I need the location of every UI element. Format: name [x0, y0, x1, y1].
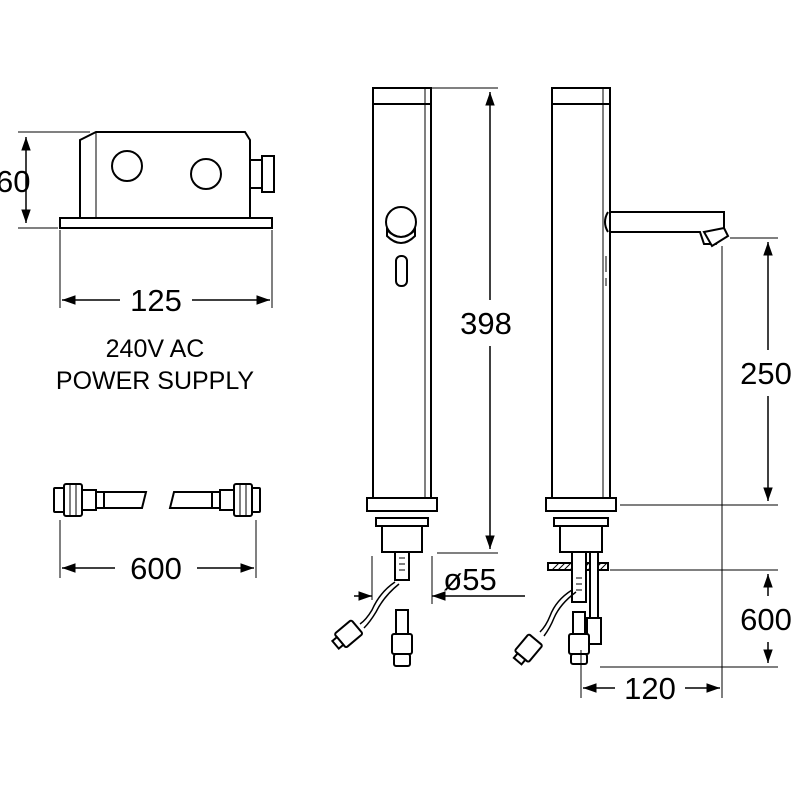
hose-drop-label: 600: [740, 602, 792, 637]
tap-side-view: [512, 87, 730, 666]
power-supply-box: [59, 131, 275, 229]
power-supply-caption-line2: POWER SUPPLY: [56, 367, 255, 395]
flexible-hose-left: [53, 483, 148, 517]
spout-height-dimension: 250: [620, 237, 792, 506]
tap-height-dimension: 398: [431, 87, 512, 554]
flexible-hose-right: [168, 483, 261, 517]
power-box-width-label: 125: [130, 283, 182, 318]
power-box-width-dimension: 125: [59, 230, 273, 318]
spout-reach-label: 120: [624, 671, 676, 706]
tap-front-view: [330, 87, 438, 667]
power-box-height-dimension: 60: [0, 131, 90, 229]
tap-diameter-dimension: ø55: [354, 556, 525, 604]
power-supply-caption-line1: 240V AC: [106, 335, 205, 363]
hose-drop-dimension: 600: [600, 569, 792, 668]
tap-diameter-label: ø55: [443, 562, 496, 597]
socket-hole-left: [111, 150, 143, 182]
hose-length-label: 600: [130, 551, 182, 586]
tap-height-label: 398: [460, 306, 512, 341]
spout-reach-dimension: 120: [580, 246, 723, 706]
sensor-window: [395, 255, 408, 287]
socket-hole-right: [190, 158, 222, 190]
power-box-height-label: 60: [0, 164, 30, 199]
hose-length-dimension: 600: [59, 520, 257, 586]
spout-height-label: 250: [740, 356, 792, 391]
